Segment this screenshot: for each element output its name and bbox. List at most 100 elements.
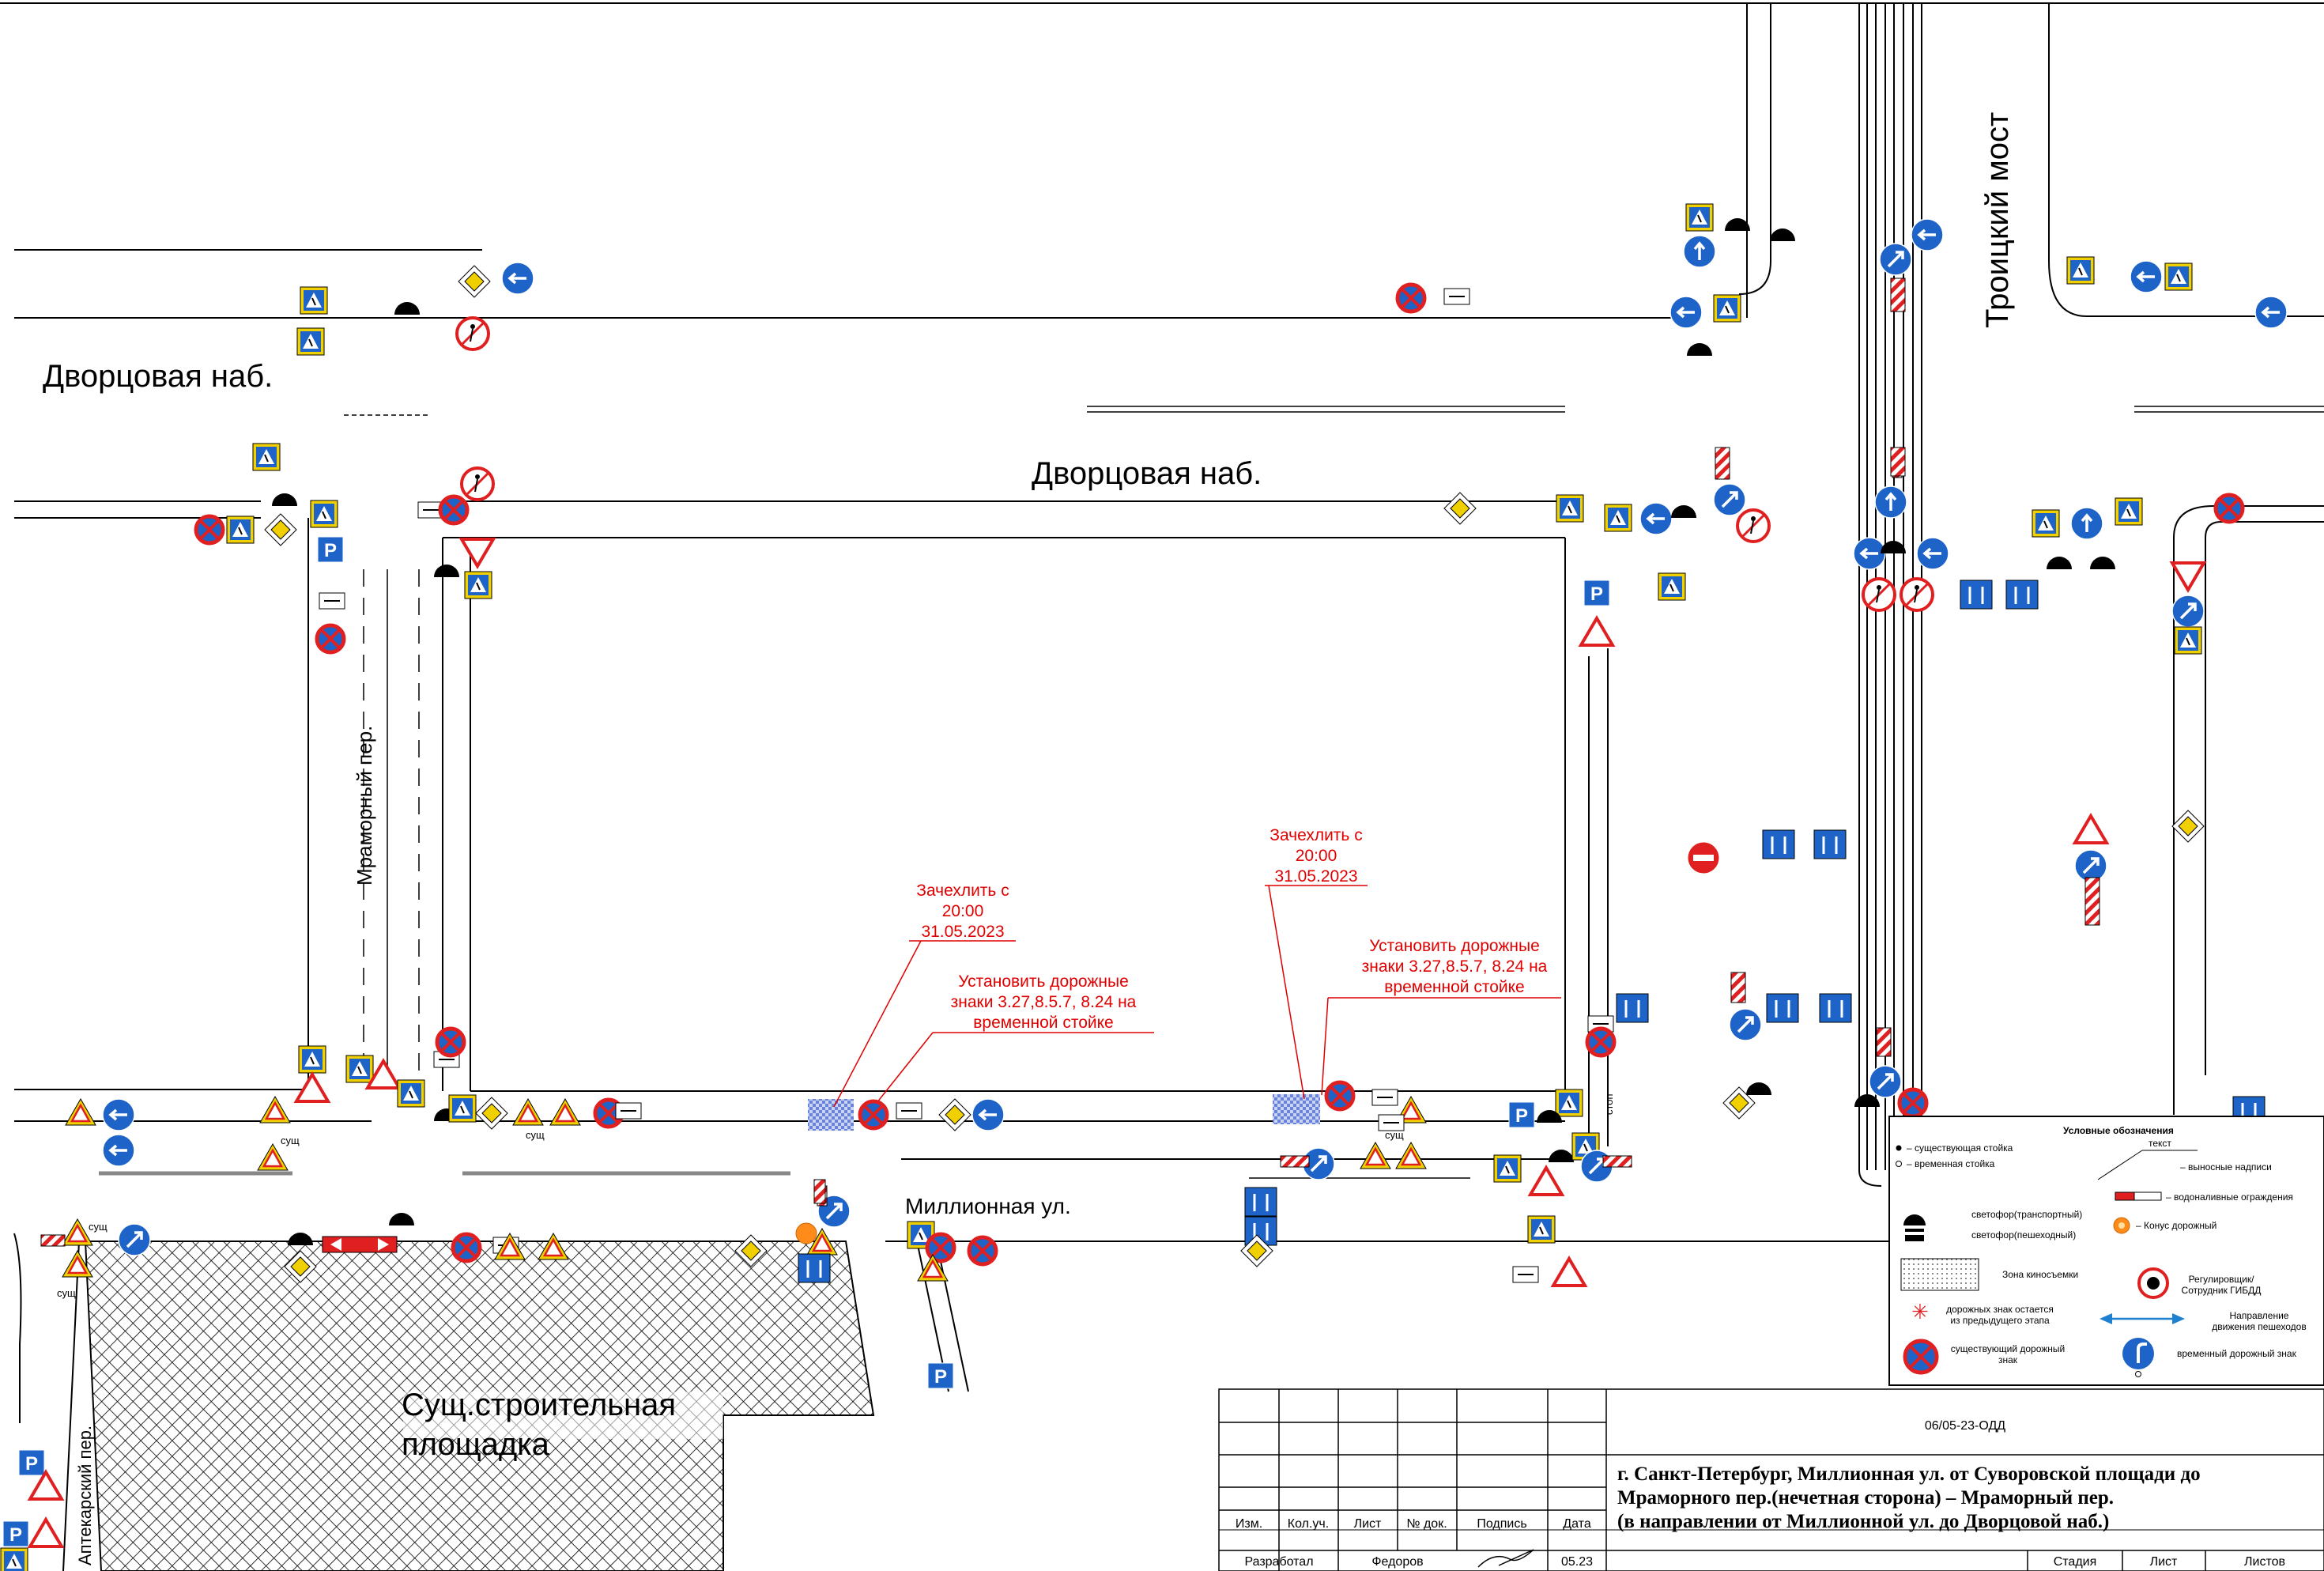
pedestrian-crossing-sign — [298, 1045, 326, 1074]
stamp-sheets: Листов — [2244, 1555, 2285, 1569]
lane-direction-sign — [1766, 993, 1799, 1023]
direction-arrow-sign — [1916, 537, 1949, 570]
title-block — [1218, 1388, 2324, 1571]
direction-arrow-sign — [1683, 235, 1716, 268]
traffic-light-icon — [1549, 1150, 1574, 1162]
label-sush-4: сущ — [89, 1221, 108, 1233]
parking-sign: P — [1508, 1101, 1535, 1128]
pedestrian-crossing-sign — [1555, 1089, 1583, 1117]
svg-text:Зачехлить с: Зачехлить с — [916, 882, 1009, 900]
info-plate — [896, 1102, 922, 1120]
lane-direction-sign — [1819, 993, 1852, 1023]
pedestrian-crossing-sign — [2164, 262, 2193, 291]
info-plate — [319, 592, 345, 610]
direction-arrow-sign — [971, 1098, 1005, 1131]
svg-text:светофор(пешеходный): светофор(пешеходный) — [1971, 1229, 2076, 1241]
road-works-sign — [62, 1218, 93, 1246]
road-cone — [795, 1222, 817, 1244]
svg-text:дорожных знак остается: дорожных знак остается — [1946, 1304, 2054, 1315]
traffic-light-icon — [434, 565, 459, 577]
no-pedestrians-sign — [1900, 577, 1934, 612]
note-cover-left: Зачехлить с 20:00 31.05.2023 — [833, 882, 1016, 1108]
svg-text:20:00: 20:00 — [942, 902, 984, 920]
priority-road-sign — [475, 1097, 508, 1130]
info-plate — [615, 1102, 642, 1120]
film-zone-right — [1273, 1094, 1320, 1124]
direction-arrow-sign — [1874, 485, 1907, 519]
svg-text:P: P — [324, 540, 337, 561]
pedestrian-crossing-sign — [464, 571, 492, 599]
stamp-sheet: Лист — [2150, 1555, 2178, 1569]
pedestrian-crossing-sign — [397, 1079, 425, 1108]
svg-text:P: P — [934, 1366, 947, 1388]
legend-title: Условные обозначения — [2063, 1125, 2174, 1136]
priority-road-sign — [284, 1250, 317, 1283]
direction-arrow-sign — [102, 1098, 135, 1131]
stamp-signature — [1477, 1549, 1534, 1568]
water-barriers — [40, 278, 2100, 1253]
pedestrian-crossing-sign — [1556, 494, 1584, 523]
traffic-light-icon — [1746, 1082, 1771, 1095]
no-stopping-sign — [967, 1235, 998, 1267]
info-plate — [1443, 288, 1470, 305]
label-sush-3: сущ — [1385, 1129, 1404, 1141]
pedestrian-crossing-sign — [2066, 256, 2095, 285]
yield-sign — [1550, 1256, 1588, 1287]
svg-text:знаки 3.27,8.5.7, 8.24 на: знаки 3.27,8.5.7, 8.24 на — [951, 993, 1137, 1011]
no-stopping-sign — [925, 1232, 956, 1263]
traffic-light-icon — [1671, 505, 1696, 518]
stamp-developed-label: Разработал — [1244, 1555, 1313, 1569]
water-barrier — [1280, 1155, 1310, 1168]
road-works-sign — [538, 1232, 569, 1260]
svg-text:текст: текст — [2149, 1138, 2171, 1149]
svg-text:31.05.2023: 31.05.2023 — [1274, 867, 1357, 886]
direction-arrow-sign — [1869, 1065, 1902, 1098]
svg-text:31.05.2023: 31.05.2023 — [921, 923, 1004, 941]
priority-road-sign — [734, 1234, 768, 1267]
road-works-sign — [917, 1253, 949, 1282]
street-label-dvortsovaya-top: Дворцовая наб. — [43, 359, 273, 394]
pedestrian-crossing-sign — [0, 1547, 28, 1571]
legend-panel: Условные обозначения – существующая стой… — [1888, 1116, 2324, 1386]
pedestrian-crossing-sign — [2115, 497, 2143, 526]
water-barrier — [40, 1234, 66, 1247]
no-pedestrians-sign — [455, 316, 490, 351]
svg-text:из предыдущего этапа: из предыдущего этапа — [1950, 1315, 2050, 1326]
traffic-light-icon — [1881, 541, 1906, 553]
water-barrier — [1890, 278, 1906, 312]
svg-text:– водоналивные ограждения: – водоналивные ограждения — [2166, 1191, 2293, 1203]
water-barrier — [1876, 1027, 1892, 1057]
street-label-aptekarsky: Аптекарский пер. — [75, 1426, 95, 1565]
no-stopping-sign — [858, 1099, 889, 1131]
direction-arrow-sign — [1302, 1147, 1335, 1180]
svg-text:№ док.: № док. — [1406, 1517, 1447, 1531]
info-plate — [1378, 1114, 1405, 1131]
no-stopping-sign — [315, 623, 346, 655]
stamp-title-line-2: Мраморного пер.(нечетная сторона) – Мрам… — [1617, 1487, 2114, 1509]
svg-text:Зачехлить с: Зачехлить с — [1270, 826, 1362, 844]
direction-arrow-sign — [118, 1223, 151, 1256]
street-label-troitsky: Троицкий мост — [1980, 112, 2015, 328]
road-works-sign — [1395, 1141, 1427, 1169]
road-works-sign — [65, 1097, 96, 1126]
traffic-light-icon — [1770, 228, 1795, 241]
lane-direction-sign — [2005, 580, 2039, 610]
pedestrian-crossing-sign — [2174, 626, 2202, 655]
svg-text:существующий дорожный: существующий дорожный — [1951, 1343, 2066, 1354]
no-pedestrians-sign — [460, 466, 495, 501]
no-pedestrians-sign — [1862, 577, 1896, 612]
lane-direction-sign — [1762, 829, 1795, 859]
direction-arrow-sign — [1879, 243, 1912, 276]
pedestrian-crossing-sign — [448, 1094, 477, 1123]
yield-sign — [2072, 813, 2110, 844]
svg-text:P: P — [1515, 1105, 1528, 1127]
construction-label-1: Сущ.строительная — [402, 1388, 676, 1422]
traffic-light-icon — [394, 302, 420, 315]
svg-text:движения пешеходов: движения пешеходов — [2212, 1321, 2306, 1332]
road-network — [13, 3, 2324, 1571]
priority-road-sign — [264, 513, 297, 546]
road-works-sign — [512, 1097, 544, 1126]
no-stopping-sign — [2213, 493, 2245, 524]
priority-road-sign — [1443, 492, 1477, 525]
